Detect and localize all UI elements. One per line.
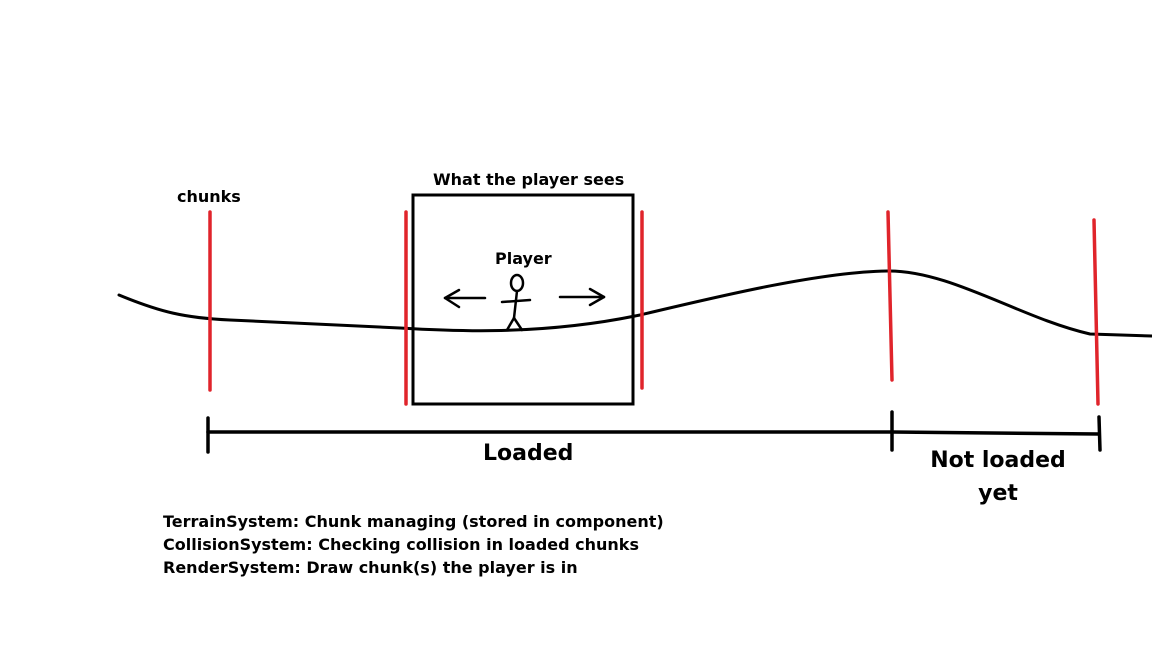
stick-figure-icon [500,273,532,332]
note-terrain-system: TerrainSystem: Chunk managing (stored in… [163,512,664,531]
loaded-label: Loaded [483,441,574,466]
terrain-line [117,269,1152,338]
chunk-boundary [1092,218,1100,406]
system-notes: TerrainSystem: Chunk managing (stored in… [163,510,664,579]
note-collision-system: CollisionSystem: Checking collision in l… [163,535,639,554]
not-loaded-range-bar [890,415,1102,452]
not-loaded-label: Not loaded yet [930,448,1066,506]
note-render-system: RenderSystem: Draw chunk(s) the player i… [163,558,578,577]
chunk-boundaries [208,210,1100,406]
player-label: Player [495,249,552,268]
viewport-label: What the player sees [433,170,625,189]
arrow-right-icon [558,287,606,307]
chunk-boundary [886,210,894,382]
viewport-box [411,193,635,406]
arrow-left-icon [443,288,487,309]
chunks-label: chunks [177,187,241,206]
